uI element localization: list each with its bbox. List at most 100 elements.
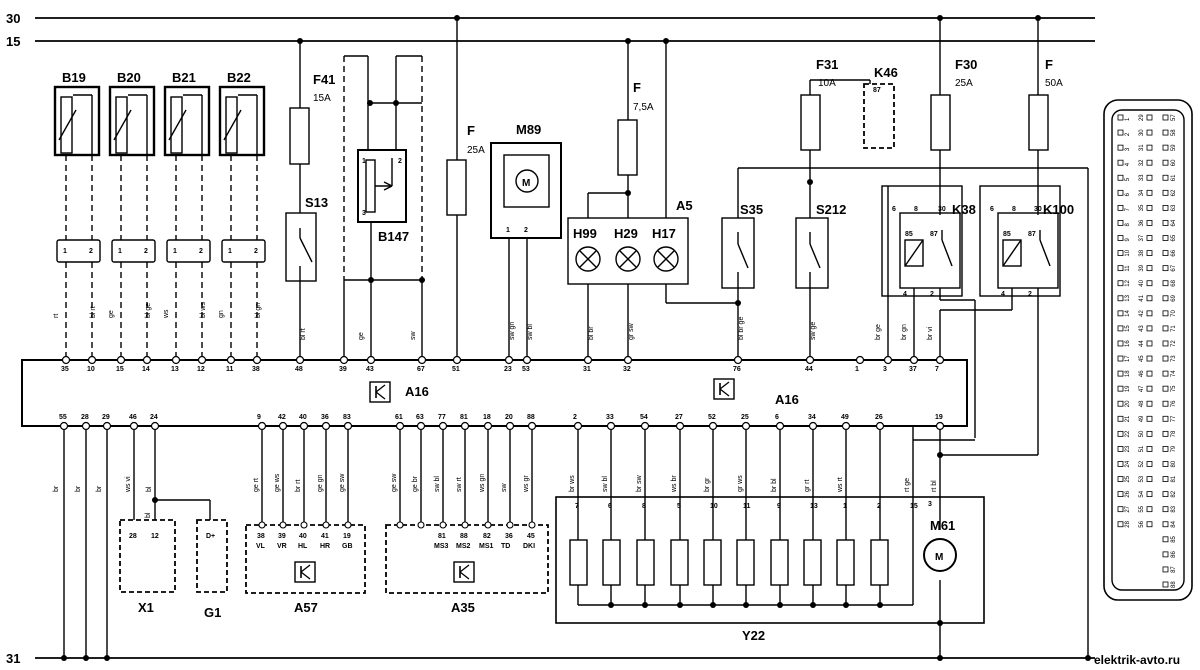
sensor-b147 <box>343 55 423 360</box>
label-h29: H29 <box>614 226 638 241</box>
connector-pin <box>1146 385 1153 392</box>
a16-pin-label: 3 <box>883 366 887 373</box>
sensor-connectors <box>56 239 266 263</box>
k38-pin: 8 <box>914 206 918 213</box>
connector-pin-number: 55 <box>1139 505 1145 512</box>
label-f41-rating: 15A <box>313 93 331 104</box>
k100-pin: 8 <box>1012 206 1016 213</box>
connector-pin <box>1117 114 1124 121</box>
y22-pin: 10 <box>710 503 718 510</box>
sensor-connector-pin: 1 <box>63 248 67 255</box>
wire-color-label: br <box>96 485 103 492</box>
connector-pin <box>1117 370 1124 377</box>
connector-pin <box>1117 521 1124 528</box>
connector-pin-number: 52 <box>1139 460 1145 467</box>
sensor-b20 <box>108 85 156 157</box>
connector-pin <box>1117 295 1124 302</box>
connector-pin-number: 77 <box>1171 415 1177 422</box>
connector-pin-number: 28 <box>1125 520 1131 527</box>
a16-pin-label: 32 <box>623 366 631 373</box>
a57-pin: 38 <box>257 533 265 540</box>
x1-pin: 12 <box>151 533 159 540</box>
a16-pin-marker <box>59 421 69 431</box>
connector-pin-number: 73 <box>1171 355 1177 362</box>
connector-pin-number: 87 <box>1171 566 1177 573</box>
connector-pin <box>1162 370 1169 377</box>
a16-pin-marker <box>708 421 718 431</box>
a16-pin-label: 83 <box>343 414 351 421</box>
wire-color-label: bl <box>146 486 153 492</box>
a16-pin-label: 51 <box>452 366 460 373</box>
wire-color-label: br sw <box>636 474 643 492</box>
a16-pin-marker <box>61 355 71 365</box>
motor-m61-symbol <box>923 538 957 572</box>
connector-pin-number: 48 <box>1139 400 1145 407</box>
a16-pin-label: 36 <box>321 414 329 421</box>
a16-pin-marker <box>483 421 493 431</box>
a16-pin-marker <box>129 421 139 431</box>
connector-pin-number: 64 <box>1171 219 1177 226</box>
connector-pin-number: 34 <box>1139 189 1145 196</box>
sensor-connector-pin: 2 <box>144 248 148 255</box>
fuse-f-50a <box>1028 94 1049 151</box>
a16-pin-label: 9 <box>257 414 261 421</box>
sensor-connector-pin: 1 <box>228 248 232 255</box>
a16-pin-label: 10 <box>87 366 95 373</box>
fuse-f-25a <box>446 159 467 216</box>
a16-pin-marker <box>855 355 865 365</box>
y22-pin: 6 <box>608 503 612 510</box>
a16-pin-label: 44 <box>805 366 813 373</box>
connector-pin <box>1162 325 1169 332</box>
a35-pin-name: DKI <box>523 543 535 550</box>
a16-transistor-icon <box>369 381 391 403</box>
a16-pin-label: 13 <box>171 366 179 373</box>
connector-pin <box>1162 491 1169 498</box>
connector-pin-number: 25 <box>1125 475 1131 482</box>
sensor-connector-pin: 1 <box>173 248 177 255</box>
sensor-connector-pin: 2 <box>89 248 93 255</box>
a16-pin-marker <box>808 421 818 431</box>
a57-pin-name: GB <box>342 543 353 550</box>
connector-pin-number: 74 <box>1171 370 1177 377</box>
connector-pin-number: 4 <box>1125 162 1131 166</box>
a35-pin-marker <box>439 521 447 529</box>
a57-pin-marker <box>322 521 330 529</box>
connector-pin <box>1117 340 1124 347</box>
fuse-f31 <box>800 94 821 151</box>
y22-pin: 9 <box>777 503 781 510</box>
connector-pin <box>1146 340 1153 347</box>
motor-m89 <box>490 142 562 239</box>
wire-color-label: ws gn <box>479 474 486 493</box>
a16-pin-label: 29 <box>102 414 110 421</box>
label-h99: H99 <box>573 226 597 241</box>
wire-color-label: ws rt <box>837 477 844 493</box>
sensor-wire-color: bl ws <box>200 302 207 318</box>
wire-color-label: sw ge <box>810 322 817 340</box>
connector-pin-number: 80 <box>1171 460 1177 467</box>
k38-pin: 30 <box>938 206 946 213</box>
a35-pin-name: MS1 <box>479 543 494 550</box>
fuse-f-7-5a <box>617 119 638 176</box>
connector-pin <box>1117 250 1124 256</box>
sensor-connector-pin: 1 <box>118 248 122 255</box>
a16-pin-label: 6 <box>775 414 779 421</box>
a16-pin-marker <box>606 421 616 431</box>
label-f-50a-rating: 50A <box>1045 78 1063 89</box>
a57-pin-name: HR <box>320 543 330 550</box>
a35-pin-marker <box>506 521 514 529</box>
connector-pin-number: 45 <box>1139 355 1145 362</box>
connector-pin <box>1117 355 1124 362</box>
connector-pin <box>1146 446 1153 452</box>
connector-pin-number: 6 <box>1125 192 1131 196</box>
connector-pin <box>1146 355 1153 362</box>
wire-color-label: ws vi <box>125 476 132 493</box>
connector-pin <box>1117 476 1124 482</box>
a16-pin-label: 48 <box>295 366 303 373</box>
sensor-wire-color: ws <box>163 309 170 319</box>
a35-pin-name: MS3 <box>434 543 449 550</box>
sensor-wire-color: bl ge <box>145 303 152 318</box>
connector-pin-number: 40 <box>1139 279 1145 286</box>
a16-pin-marker <box>295 355 305 365</box>
label-s13: S13 <box>305 195 328 210</box>
label-m61-pin: 3 <box>928 501 932 508</box>
